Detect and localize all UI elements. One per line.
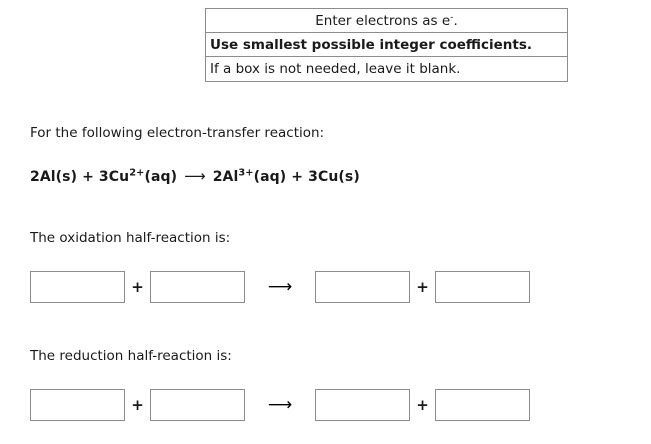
oxidation-plus-2: + <box>416 278 429 296</box>
equation-reactant-2-state: (aq) <box>144 169 178 185</box>
intro-text: For the following electron-transfer reac… <box>30 125 325 141</box>
oxidation-input-4[interactable] <box>435 271 530 303</box>
equation-product-1-base: 2Al <box>212 169 239 185</box>
instruction-line-blank-box: If a box is not needed, leave it blank. <box>210 61 461 77</box>
oxidation-input-2[interactable] <box>150 271 245 303</box>
reduction-plus-1: + <box>131 396 144 414</box>
instruction-line-electrons-suffix: . <box>453 13 458 29</box>
instruction-line-electrons-prefix: Enter electrons as e <box>315 13 451 29</box>
equation-reactant-2-charge: 2+ <box>129 167 145 179</box>
reduction-input-2[interactable] <box>150 389 245 421</box>
equation-arrow-icon: ⟶ <box>184 167 206 185</box>
oxidation-input-3[interactable] <box>315 271 410 303</box>
oxidation-input-1[interactable] <box>30 271 125 303</box>
oxidation-half-reaction-label: The oxidation half-reaction is: <box>30 230 231 246</box>
equation-product-1-charge: 3+ <box>238 167 254 179</box>
reduction-input-4[interactable] <box>435 389 530 421</box>
reduction-arrow-icon: ⟶ <box>267 395 293 415</box>
equation-product-2: 3Cu(s) <box>308 169 360 185</box>
reduction-input-1[interactable] <box>30 389 125 421</box>
reduction-plus-2: + <box>416 396 429 414</box>
reduction-answer-row: + ⟶ + <box>30 388 530 422</box>
overall-equation: 2Al(s) + 3Cu2+(aq) ⟶ 2Al3+(aq) + 3Cu(s) <box>30 167 360 185</box>
instruction-line-coefficients: Use smallest possible integer coefficien… <box>206 33 567 57</box>
oxidation-arrow-icon: ⟶ <box>267 277 293 297</box>
instruction-table: Enter electrons as e-. Use smallest poss… <box>205 8 568 82</box>
instruction-line-electrons: Enter electrons as e-. <box>206 9 567 33</box>
equation-plus-1: + <box>82 169 94 185</box>
equation-plus-2: + <box>291 169 304 185</box>
reduction-input-3[interactable] <box>315 389 410 421</box>
equation-reactant-1: 2Al(s) <box>30 169 78 185</box>
equation-reactant-2-base: 3Cu <box>98 169 130 185</box>
equation-product-1-state: (aq) <box>253 169 287 185</box>
reduction-half-reaction-label: The reduction half-reaction is: <box>30 348 232 364</box>
oxidation-answer-row: + ⟶ + <box>30 270 530 304</box>
oxidation-plus-1: + <box>131 278 144 296</box>
electron-charge-superscript: - <box>450 11 454 23</box>
